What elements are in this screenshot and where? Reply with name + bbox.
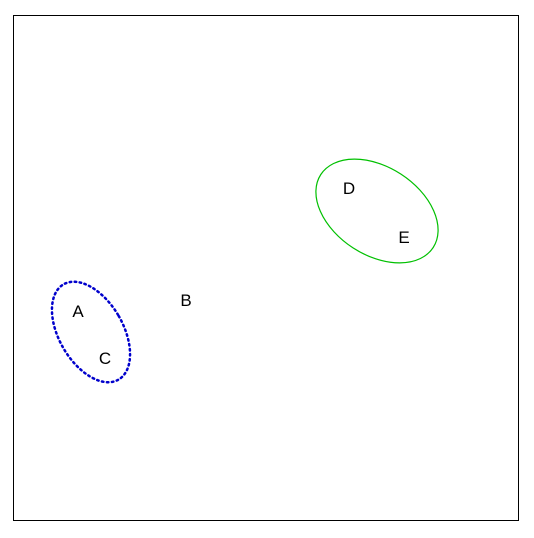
group-ac-ellipse <box>50 280 132 384</box>
group-de-ellipse <box>315 158 439 264</box>
node-a-label: A <box>72 302 84 321</box>
diagram-frame <box>13 15 519 521</box>
node-c-label: C <box>99 349 111 368</box>
node-d-label: D <box>343 179 355 198</box>
node-b-label: B <box>180 291 191 310</box>
node-e-label: E <box>398 228 409 247</box>
